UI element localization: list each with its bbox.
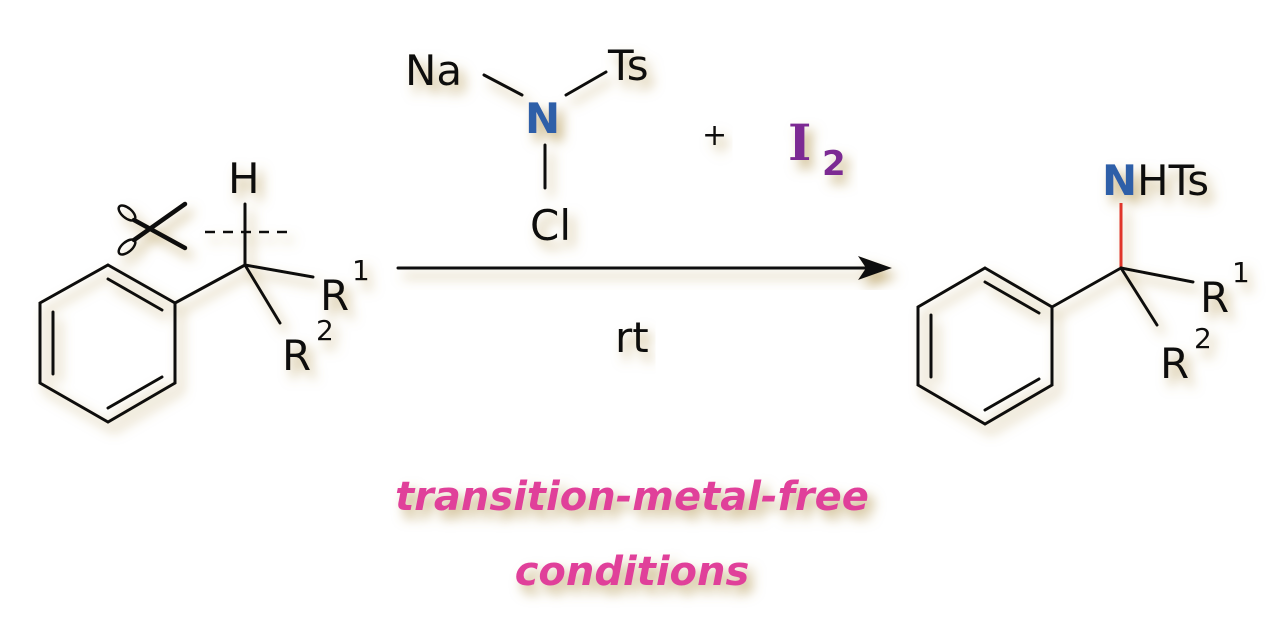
r2-superscript: 2 [316,314,334,347]
product-r2-label: R [1160,339,1189,388]
ring-carbon-bond [1050,266,1123,309]
conditions-note: transition-metal-free conditions [395,474,869,595]
plus-sign: + [702,118,727,153]
iodine-subscript: 2 [822,144,846,184]
conditions-line-1: transition-metal-free [395,474,869,520]
h-label: H [228,154,260,203]
product-r2-superscript: 2 [1194,322,1212,355]
scissors-icon [117,201,188,256]
c-r2-bond [1119,266,1159,327]
n-label: N [525,94,560,143]
condition-rt: rt [615,313,649,362]
product-r1-label: R [1200,273,1229,322]
c-r2-bond [243,263,282,325]
iodine-label: I [788,113,811,172]
na-n-bond [482,73,524,97]
cl-label: Cl [530,201,571,250]
product-n-label: N [1102,156,1137,205]
n-ts-bond [564,70,608,97]
product-benzene-ring [916,266,1054,426]
reactant-benzene-ring [38,263,177,424]
r1-label: R [320,271,349,320]
reaction-arrow [396,256,892,280]
reagent-iodine: I 2 [788,113,846,184]
c-r1-bond [1119,266,1195,284]
product-hts-label: HTs [1137,156,1209,205]
na-label: Na [405,46,462,95]
c-r1-bond [243,263,315,279]
ring-carbon-bond [173,263,247,305]
reactant-molecule: H R 1 R 2 [38,154,370,424]
product-r1-superscript: 1 [1232,256,1250,289]
r1-superscript: 1 [352,254,370,287]
product-molecule: N HTs R 1 R 2 [916,156,1250,426]
r2-label: R [282,331,311,380]
ts-label: Ts [607,41,649,90]
conditions-line-2: conditions [515,549,750,595]
reagent-chloramine-t: Na N Ts Cl [405,41,649,250]
